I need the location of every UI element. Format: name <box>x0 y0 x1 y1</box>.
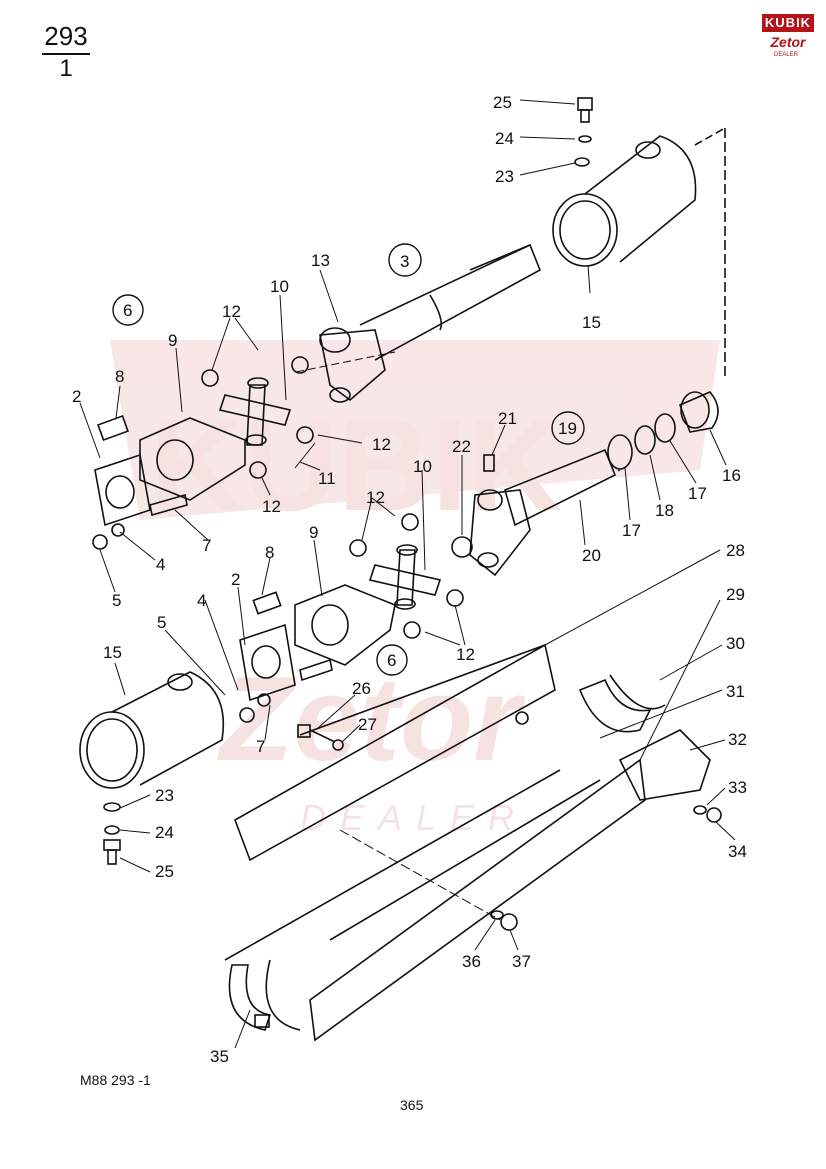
part-number-callouts: 25 24 23 3 15 13 10 12 6 9 8 2 12 11 12 … <box>72 93 747 1066</box>
drawing-reference: M88 293 -1 <box>80 1072 151 1088</box>
part-15-lower-tube <box>79 671 225 865</box>
callout-5-lower: 5 <box>157 613 166 632</box>
callout-5-upper: 5 <box>112 591 121 610</box>
callout-28: 28 <box>726 541 745 560</box>
upper-bolt-set <box>574 97 593 167</box>
callout-8-lower: 8 <box>265 543 274 562</box>
callout-6-upper: 6 <box>123 301 132 320</box>
callout-27: 27 <box>358 715 377 734</box>
callout-7-lower: 7 <box>256 737 265 756</box>
watermark-kubik: KUBIK <box>150 392 562 538</box>
callout-24-lower: 24 <box>155 823 174 842</box>
logo-brand-bottom: Zetor <box>770 34 806 50</box>
callout-13: 13 <box>311 251 330 270</box>
callout-2-lower: 2 <box>231 570 240 589</box>
upper-flange-yoke <box>92 415 246 550</box>
watermark-zetor: Zetor <box>217 652 526 786</box>
callout-23-lower: 23 <box>155 786 174 805</box>
callout-circles <box>112 243 585 676</box>
callout-32: 32 <box>728 730 747 749</box>
callout-4-upper: 4 <box>156 555 165 574</box>
kubik-zetor-logo: KUBIK Zetor DEALER <box>760 12 818 60</box>
callout-36: 36 <box>462 952 481 971</box>
callout-12-lower-b: 12 <box>456 645 475 664</box>
callout-29: 29 <box>726 585 745 604</box>
callout-31: 31 <box>726 682 745 701</box>
logo-brand-top: KUBIK <box>762 14 814 32</box>
callout-3: 3 <box>400 252 409 271</box>
callout-12-upper-a: 12 <box>222 302 241 321</box>
leader-lines <box>79 99 736 1049</box>
shield-guard-sheets <box>224 643 646 1042</box>
callout-9-lower: 9 <box>309 523 318 542</box>
callout-6-lower: 6 <box>387 651 396 670</box>
callout-30: 30 <box>726 634 745 653</box>
callout-24-upper: 24 <box>495 129 514 148</box>
callout-21: 21 <box>498 409 517 428</box>
callout-23-upper: 23 <box>495 167 514 186</box>
callout-22: 22 <box>452 437 471 456</box>
upper-universal-joint-cross <box>201 356 314 479</box>
callout-33: 33 <box>728 778 747 797</box>
clamp-30-31-32 <box>515 674 722 823</box>
group-number: 293 <box>44 21 88 51</box>
callout-10-lower: 10 <box>413 457 432 476</box>
callout-4-lower: 4 <box>197 591 206 610</box>
callout-11: 11 <box>318 469 336 488</box>
page-number: 365 <box>400 1097 424 1113</box>
lower-universal-joint-cross <box>349 513 464 639</box>
watermark-dealer: DEALER <box>300 797 528 838</box>
callout-18: 18 <box>655 501 674 520</box>
callout-15-upper: 15 <box>582 313 601 332</box>
callout-26: 26 <box>352 679 371 698</box>
callout-25-lower: 25 <box>155 862 174 881</box>
part-20-shaft <box>451 391 719 577</box>
logo-brand-tag: DEALER <box>774 52 799 58</box>
callout-37: 37 <box>512 952 531 971</box>
callout-34: 34 <box>728 842 747 861</box>
callout-20: 20 <box>582 546 601 565</box>
callout-2-upper: 2 <box>72 387 81 406</box>
lower-flange-yoke <box>239 584 396 723</box>
callout-10-upper: 10 <box>270 277 289 296</box>
dealer-watermark: KUBIK Zetor DEALER <box>110 340 720 838</box>
callout-17-right: 17 <box>688 484 707 503</box>
callout-16: 16 <box>722 466 741 485</box>
callout-8-upper: 8 <box>115 367 124 386</box>
callout-35: 35 <box>210 1047 229 1066</box>
callout-15-lower: 15 <box>103 643 122 662</box>
callout-7-upper: 7 <box>202 536 211 555</box>
callout-17-left: 17 <box>622 521 641 540</box>
part-3-shaft <box>319 243 542 403</box>
callout-12-upper-c: 12 <box>262 497 281 516</box>
part-15-upper-tube <box>552 127 726 380</box>
callout-25-upper: 25 <box>493 93 512 112</box>
callout-12-upper-b: 12 <box>372 435 391 454</box>
fraction-line <box>42 53 90 55</box>
callout-12-lower-a: 12 <box>366 488 385 507</box>
callout-19: 19 <box>558 419 577 438</box>
clamp-35 <box>228 959 301 1031</box>
sheet-number: 1 <box>59 55 73 82</box>
callout-9-upper: 9 <box>168 331 177 350</box>
